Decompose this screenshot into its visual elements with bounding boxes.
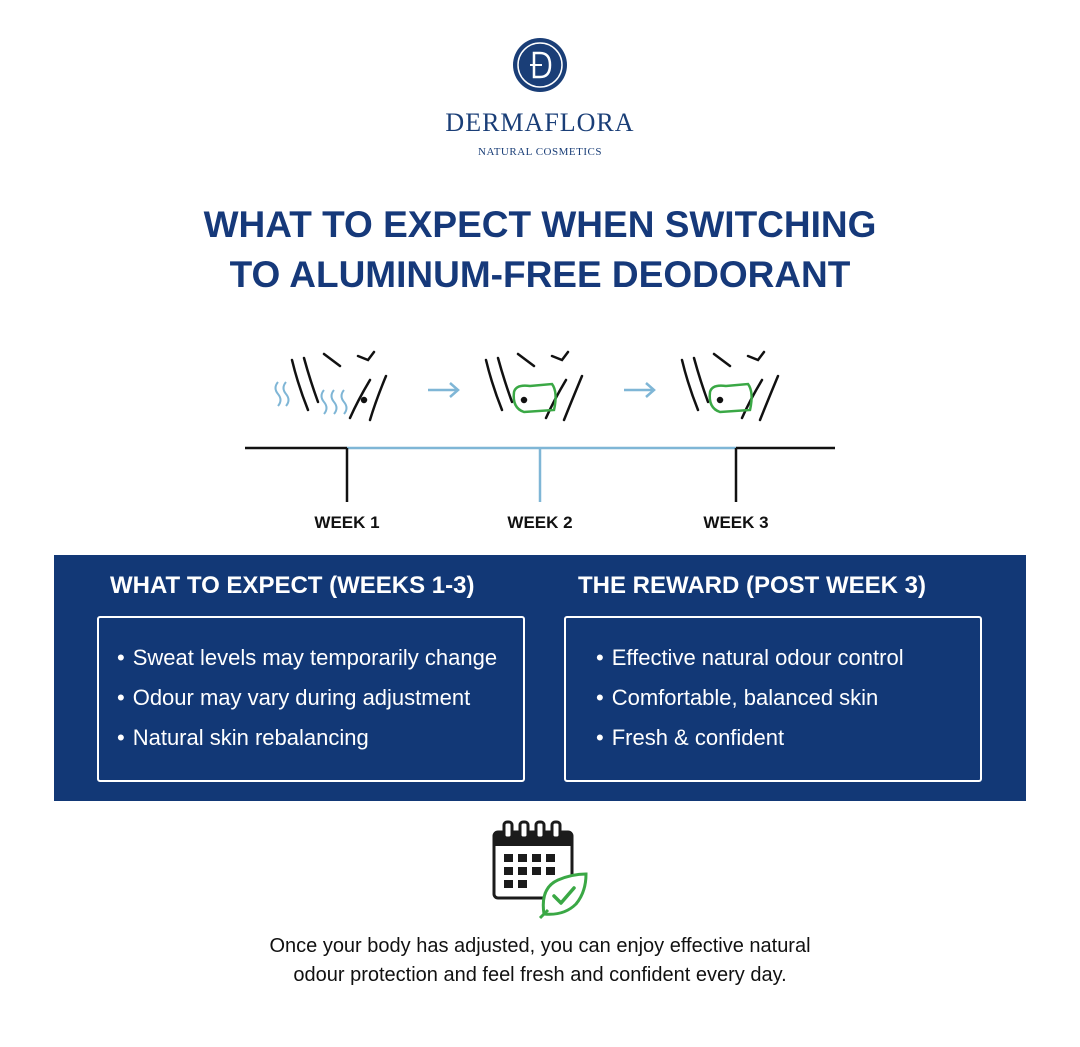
footer-line-1: Once your body has adjusted, you can enj… <box>269 935 811 957</box>
brand-name: DERMAFLORA <box>445 108 635 137</box>
expect-title: WHAT TO EXPECT (WEEKS 1-3) <box>110 572 475 599</box>
page-title: WHAT TO EXPECT WHEN SWITCHING TO ALUMINU… <box>90 200 990 300</box>
week-1-label: WEEK 1 <box>314 513 380 532</box>
reward-box: Effective natural odour control Comforta… <box>564 616 982 782</box>
list-item: Natural skin rebalancing <box>117 718 523 758</box>
list-item: Comfortable, balanced skin <box>596 678 980 718</box>
footer-text: Once your body has adjusted, you can enj… <box>140 932 940 990</box>
footer-line-2: odour protection and feel fresh and conf… <box>293 964 787 986</box>
calendar-leaf-check-icon <box>492 820 588 920</box>
week-2-label: WEEK 2 <box>507 513 573 532</box>
brand-tagline: NATURAL COSMETICS <box>478 146 602 158</box>
expect-box: Sweat levels may temporarily change Odou… <box>97 616 525 782</box>
title-line-1: WHAT TO EXPECT WHEN SWITCHING <box>203 204 877 245</box>
list-item: Fresh & confident <box>596 718 980 758</box>
letter-d-circle-logo <box>513 38 567 92</box>
reward-title: THE REWARD (POST WEEK 3) <box>578 572 927 599</box>
leaf-check-icon <box>538 872 588 920</box>
arrow-right-icon <box>624 382 656 398</box>
list-item: Odour may vary during adjustment <box>117 678 523 718</box>
timeline-illustration <box>245 350 835 502</box>
arrow-right-icon <box>428 382 460 398</box>
list-item: Effective natural odour control <box>596 638 980 678</box>
sweat-lines-icon <box>274 381 348 415</box>
title-line-2: TO ALUMINUM-FREE DEODORANT <box>229 254 851 295</box>
week-3-label: WEEK 3 <box>703 513 769 532</box>
armpit-applying-deodorant-icon <box>484 350 584 422</box>
list-item: Sweat levels may temporarily change <box>117 638 523 678</box>
sweating-armpit-icon <box>290 350 388 422</box>
